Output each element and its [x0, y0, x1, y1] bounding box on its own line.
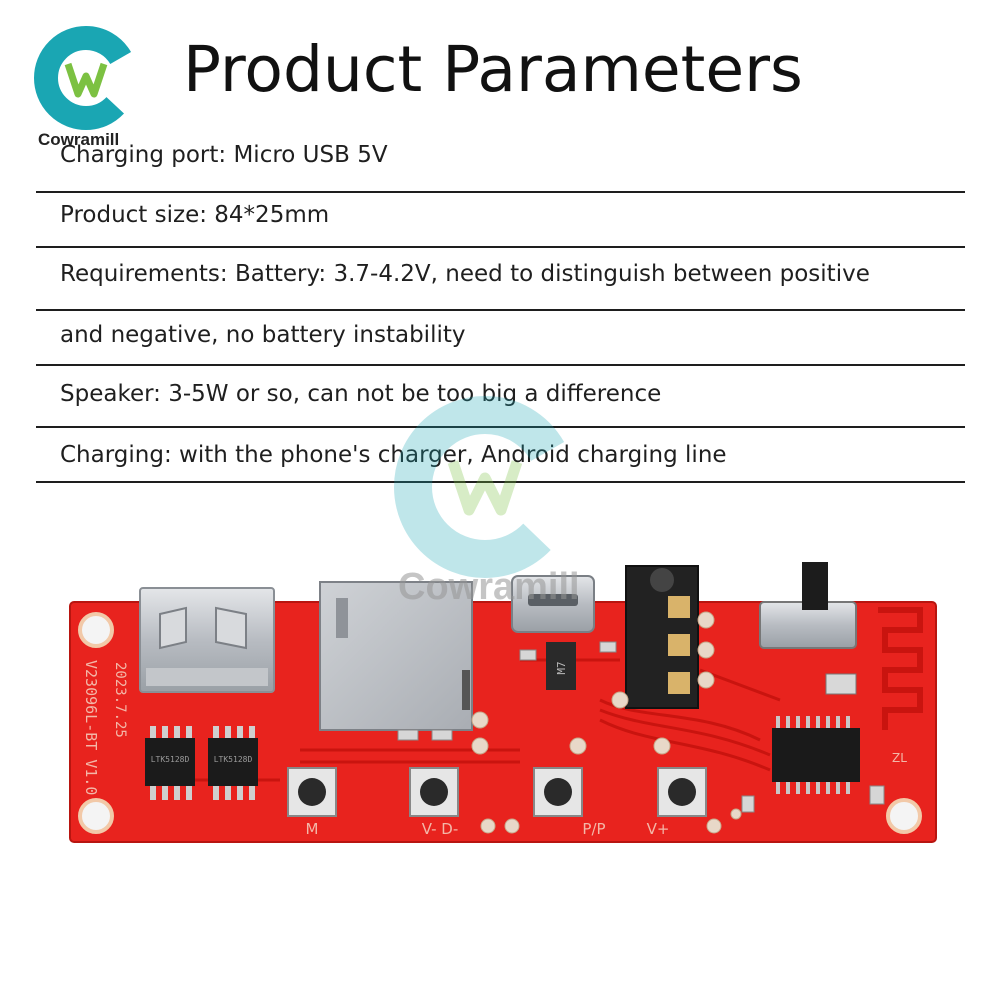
- brand-logo-icon: [34, 26, 138, 130]
- divider: [36, 246, 965, 248]
- mounting-hole: [78, 612, 114, 648]
- push-button-play-pause: [533, 767, 583, 817]
- button-label-m: M: [306, 820, 319, 838]
- push-button-v-minus: [409, 767, 459, 817]
- silkscreen-model: V23096L-BT V1.0: [82, 660, 100, 795]
- spec-product-size: Product size: 84*25mm: [60, 202, 330, 228]
- push-button-v-plus: [657, 767, 707, 817]
- divider: [36, 481, 965, 483]
- bluetooth-antenna: [878, 607, 923, 730]
- pcb-board: M7 LTK5128D LTK5128D V23096L-BT V1.0 202…: [69, 562, 937, 843]
- microsd-slot: [319, 581, 473, 731]
- silkscreen-corner-label: ZL: [892, 751, 907, 765]
- diode: [546, 642, 576, 690]
- spec-requirements-cont: and negative, no battery instability: [60, 322, 466, 348]
- pcb-substrate: [70, 602, 936, 842]
- amp-chip: [145, 738, 195, 786]
- divider: [36, 191, 965, 193]
- push-button-m: [287, 767, 337, 817]
- amp-chip-label: LTK5128D: [214, 755, 253, 764]
- divider: [36, 364, 965, 366]
- silkscreen-date: 2023.7.25: [112, 662, 128, 738]
- button-label-play-pause: P/P: [582, 820, 605, 838]
- bluetooth-ic: [772, 728, 860, 782]
- diode-label: M7: [555, 661, 568, 674]
- button-label-v-plus: V+: [647, 820, 670, 838]
- amp-chip-label: LTK5128D: [151, 755, 190, 764]
- button-label-v-minus: V- D-: [422, 820, 459, 838]
- page-title: Product Parameters: [183, 33, 803, 106]
- spec-speaker: Speaker: 3-5W or so, can not be too big …: [60, 381, 662, 407]
- spec-charging-port: Charging port: Micro USB 5V: [60, 142, 388, 168]
- mounting-hole: [78, 798, 114, 834]
- divider: [36, 426, 965, 428]
- spec-charging: Charging: with the phone's charger, Andr…: [60, 442, 727, 468]
- mounting-hole: [886, 798, 922, 834]
- brand-name: Cowramill: [38, 130, 120, 149]
- watermark-text: Cowramill: [398, 566, 580, 608]
- crystal: [825, 673, 857, 695]
- amp-chip: [208, 738, 258, 786]
- spec-requirements: Requirements: Battery: 3.7-4.2V, need to…: [60, 261, 870, 287]
- divider: [36, 309, 965, 311]
